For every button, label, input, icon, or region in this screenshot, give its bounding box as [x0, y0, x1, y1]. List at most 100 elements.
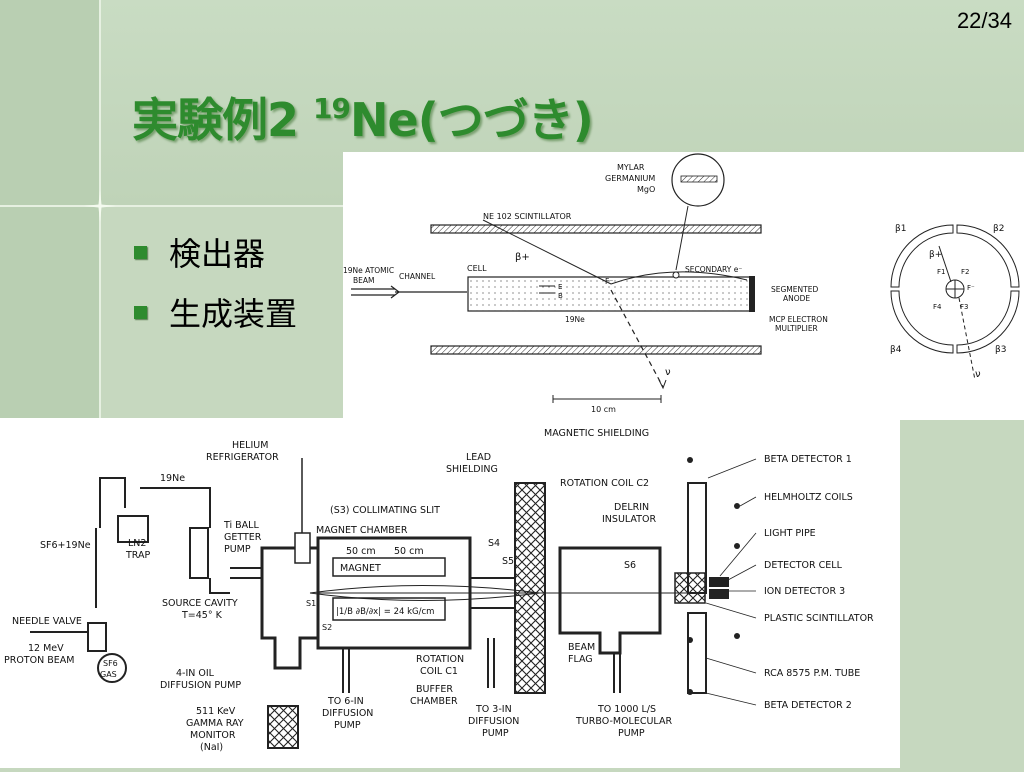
label-helmholtz: HELMHOLTZ COILS: [764, 492, 853, 503]
label-sf6-gas-2: GAS: [100, 670, 117, 679]
label-ring-f-minus: F⁻: [967, 284, 975, 292]
upper-scintillator-plate: [430, 224, 762, 234]
label-helium-1: HELIUM: [232, 440, 268, 451]
label-lead-2: SHIELDING: [446, 464, 498, 475]
label-gamma-1: 511 KeV: [196, 706, 236, 717]
label-s5: S5: [502, 556, 514, 567]
label-s6: S6: [624, 560, 636, 571]
label-ring-beta-plus: β+: [929, 250, 942, 260]
label-cell: CELL: [467, 264, 487, 273]
bullet-list: 検出器 生成装置: [134, 232, 297, 352]
beta-detector-ring: [890, 224, 1020, 381]
label-secondary: SECONDARY e⁻: [685, 265, 742, 274]
label-helium-2: REFRIGERATOR: [206, 452, 279, 463]
label-beam-flag-2: FLAG: [568, 654, 593, 665]
title-prefix: 実験例2: [132, 93, 314, 147]
label-to1000-c: PUMP: [618, 728, 645, 739]
label-ne19: 19Ne: [160, 473, 185, 484]
label-s2: S2: [322, 623, 332, 632]
label-ring-b3: β3: [995, 345, 1006, 355]
label-ti-2: GETTER: [224, 532, 262, 543]
label-gamma-3: MONITOR: [190, 730, 236, 741]
label-collimating: (S3) COLLIMATING SLIT: [330, 505, 440, 516]
label-scale: 10 cm: [591, 405, 616, 414]
bullet-square-icon: [134, 305, 147, 319]
cell-body: [467, 276, 754, 312]
label-beam-2: BEAM: [353, 276, 375, 285]
bullet-text: 生成装置: [169, 295, 298, 333]
label-beta-detector-1: BETA DETECTOR 1: [764, 454, 852, 465]
label-f-minus: F⁻: [605, 277, 613, 286]
label-rotation-c2: ROTATION COIL C2: [560, 478, 649, 489]
label-to1000-a: TO 1000 L/S: [597, 704, 656, 715]
label-trap: TRAP: [125, 550, 151, 561]
label-rca-tube: RCA 8575 P.M. TUBE: [764, 668, 860, 679]
label-mgo: MgO: [637, 185, 655, 194]
bullet-text: 検出器: [169, 235, 266, 273]
label-mcp-2: MULTIPLIER: [775, 324, 818, 333]
label-dim-1: 50 cm: [346, 546, 376, 557]
label-beam-1: 19Ne ATOMIC: [343, 266, 394, 275]
label-mcp-1: MCP ELECTRON: [769, 315, 828, 324]
label-rotation-c1-a: ROTATION: [416, 654, 464, 665]
label-ring-f1: F1: [937, 268, 945, 276]
apparatus-diagram: HELIUM REFRIGERATOR 19Ne SF6+19Ne LN2 TR…: [0, 418, 900, 768]
label-beta-detector-2: BETA DETECTOR 2: [764, 700, 852, 711]
title-superscript: 19: [313, 92, 351, 125]
label-gamma-4: (NaI): [200, 742, 223, 753]
label-ring-nu: ν: [975, 369, 981, 380]
label-beta-plus: β+: [515, 252, 530, 263]
label-magnet-chamber: MAGNET CHAMBER: [316, 525, 408, 536]
slide-title: 実験例2 19Ne(つづき): [132, 84, 594, 150]
label-channel: CHANNEL: [399, 272, 436, 281]
label-ne19: 19Ne: [565, 315, 585, 324]
label-delrin-1: DELRIN: [614, 502, 649, 513]
title-suffix: Ne(つづき): [350, 93, 594, 147]
label-to1000-b: TURBO-MOLECULAR: [575, 716, 672, 727]
label-proton-2: PROTON BEAM: [4, 655, 74, 666]
label-rotation-c1-b: COIL C1: [420, 666, 458, 677]
label-to3-b: DIFFUSION: [468, 716, 519, 727]
label-ring-f2: F2: [961, 268, 969, 276]
label-ring-b4: β4: [890, 345, 902, 355]
label-ti-3: PUMP: [224, 544, 251, 555]
label-s4: S4: [488, 538, 500, 549]
label-segmented-2: ANODE: [783, 294, 810, 303]
bullet-square-icon: [134, 245, 147, 259]
label-to3-c: PUMP: [482, 728, 509, 739]
label-ring-b1: β1: [895, 224, 906, 234]
segmented-anode: [749, 276, 755, 312]
label-b-field: B: [558, 292, 563, 300]
label-sf6: SF6+19Ne: [40, 540, 91, 551]
label-proton-1: 12 MeV: [28, 643, 64, 654]
horizontal-rule: [0, 205, 345, 207]
label-ring-f3: F3: [960, 303, 968, 311]
label-buffer-2: CHAMBER: [410, 696, 458, 707]
sparkle-icon: [84, 190, 116, 222]
label-detector-cell: DETECTOR CELL: [764, 560, 843, 571]
label-mylar: MYLAR: [617, 163, 645, 172]
label-buffer-1: BUFFER: [416, 684, 453, 695]
label-segmented-1: SEGMENTED: [771, 285, 818, 294]
label-e-field: E: [558, 283, 562, 291]
label-dim-2: 50 cm: [394, 546, 424, 557]
label-ring-b2: β2: [993, 224, 1004, 234]
label-source-1: SOURCE CAVITY: [162, 598, 238, 609]
label-beam-flag-1: BEAM: [568, 642, 595, 653]
detector-diagram: MYLAR GERMANIUM MgO NE 102 SCINTILLATOR …: [343, 152, 1024, 420]
label-to6-a: TO 6-IN: [327, 696, 364, 707]
label-nu: ν: [665, 367, 671, 378]
label-magnet: MAGNET: [340, 563, 381, 574]
label-light-pipe: LIGHT PIPE: [764, 528, 816, 539]
label-source-2: T=45° K: [181, 610, 223, 621]
label-to6-c: PUMP: [334, 720, 361, 731]
label-to6-b: DIFFUSION: [322, 708, 373, 719]
label-lead-1: LEAD: [466, 452, 491, 463]
bullet-item: 生成装置: [134, 292, 298, 333]
label-oil-1: 4-IN OIL: [176, 668, 215, 679]
label-ln2: LN2: [128, 538, 146, 549]
label-to3-a: TO 3-IN: [475, 704, 512, 715]
label-s1: S1: [306, 599, 316, 608]
label-needle-valve: NEEDLE VALVE: [12, 616, 82, 627]
label-magnetic-shielding: MAGNETIC SHIELDING: [544, 428, 649, 439]
